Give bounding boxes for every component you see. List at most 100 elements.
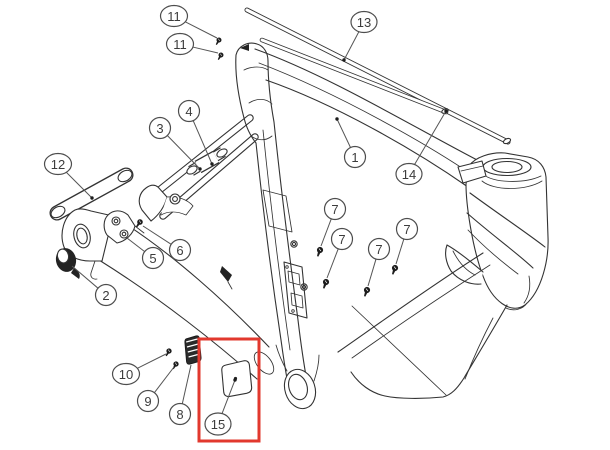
callout-bubble[interactable]	[136, 389, 160, 413]
callout-bubble[interactable]	[141, 246, 165, 270]
callout-bubble[interactable]	[165, 32, 195, 56]
part-14-rod	[259, 37, 449, 115]
leader-line	[336, 118, 351, 148]
callout-5[interactable]: 5	[126, 237, 165, 270]
screw-part-7	[363, 286, 371, 297]
callout-number: 10	[119, 367, 133, 382]
callout-bubble[interactable]	[395, 162, 423, 186]
callout-bubble[interactable]	[168, 402, 192, 426]
callout-number: 3	[156, 121, 163, 136]
leader-dot	[335, 117, 339, 121]
frame-drawing	[49, 7, 549, 410]
callout-number: 11	[167, 9, 181, 24]
part-3-4-cylinders	[186, 147, 228, 176]
callout-number: 7	[331, 202, 338, 217]
leader-dot	[233, 378, 237, 382]
leader-line	[137, 353, 167, 369]
head-tube	[445, 152, 549, 311]
callout-6[interactable]: 6	[142, 225, 192, 262]
part-13-rod	[244, 7, 512, 145]
leader-line	[166, 135, 201, 170]
leader-line	[65, 171, 93, 199]
callout-14[interactable]: 14	[395, 109, 448, 186]
part-15-cover-plate[interactable]	[221, 360, 253, 398]
leader-line	[192, 120, 213, 165]
callout-number: 7	[375, 242, 382, 257]
callout-number: 14	[402, 167, 416, 182]
leader-line	[192, 46, 219, 54]
callout-number: 12	[51, 157, 65, 172]
callout-number: 9	[144, 394, 151, 409]
callout-number: 13	[357, 15, 371, 30]
leader-line	[181, 364, 192, 404]
leader-dot	[198, 167, 202, 171]
callout-bubble[interactable]	[43, 152, 73, 176]
callout-bubble[interactable]	[177, 99, 201, 123]
leader-line	[367, 258, 377, 287]
callout-11[interactable]: 11	[165, 32, 219, 56]
leader-dot	[342, 58, 346, 62]
leader-line	[221, 379, 236, 414]
callout-bubble[interactable]	[323, 197, 347, 221]
callout-number: 4	[185, 104, 192, 119]
callout-number: 15	[211, 417, 225, 432]
leader-line	[326, 248, 339, 279]
callout-11[interactable]: 11	[159, 4, 218, 39]
callout-bubble[interactable]	[330, 227, 354, 251]
callout-7[interactable]: 7	[320, 197, 347, 247]
callout-bubble[interactable]	[343, 145, 367, 169]
top-tube	[254, 48, 482, 188]
part-8-port-cover	[184, 335, 202, 365]
callout-9[interactable]: 9	[136, 366, 175, 413]
down-tube	[337, 252, 508, 399]
callout-bubble[interactable]	[111, 362, 141, 386]
callout-number: 2	[102, 288, 109, 303]
leader-line	[320, 218, 332, 247]
callout-4[interactable]: 4	[177, 99, 214, 166]
screw-part-7	[316, 246, 324, 257]
callout-number: 11	[173, 37, 187, 52]
leader-line	[71, 265, 99, 289]
screw-part-7	[391, 264, 399, 275]
callout-10[interactable]: 10	[111, 353, 167, 386]
bottom-bracket	[275, 344, 320, 410]
seat-tube	[220, 42, 310, 395]
leader-dot	[90, 196, 94, 200]
callout-12[interactable]: 12	[43, 152, 94, 200]
leader-line	[185, 21, 218, 39]
callout-number: 5	[149, 251, 156, 266]
callout-3[interactable]: 3	[148, 116, 202, 171]
callout-bubble[interactable]	[395, 217, 419, 241]
callout-bubble[interactable]	[168, 238, 192, 262]
screw-part-11	[217, 52, 224, 60]
seatstay-assembly	[138, 114, 259, 222]
callout-bubble[interactable]	[367, 237, 391, 261]
callout-7[interactable]: 7	[395, 217, 419, 265]
screw-part-6	[135, 219, 143, 228]
callout-7[interactable]: 7	[326, 227, 354, 279]
highlight-region-part-15[interactable]	[197, 337, 261, 443]
part-2-axle-nut	[55, 248, 80, 279]
callout-number: 1	[351, 150, 358, 165]
callout-bubble[interactable]	[94, 283, 118, 307]
callout-bubble[interactable]	[159, 4, 189, 28]
callout-15[interactable]: 15	[204, 378, 237, 436]
callout-1[interactable]: 1	[335, 117, 367, 169]
highlight-layer	[197, 337, 261, 443]
leader-line	[343, 31, 360, 61]
callout-13[interactable]: 13	[342, 10, 378, 62]
derailleur-mount-plate	[283, 261, 308, 319]
callout-bubble[interactable]	[350, 10, 378, 34]
callout-2[interactable]: 2	[71, 265, 118, 307]
callout-7[interactable]: 7	[367, 237, 391, 287]
callout-8[interactable]: 8	[168, 364, 192, 426]
part-5-bracket	[103, 210, 145, 244]
leader-line	[126, 237, 145, 252]
screws-layer	[135, 37, 399, 370]
dropout	[61, 208, 114, 262]
callout-bubble[interactable]	[204, 412, 232, 436]
callout-bubble[interactable]	[148, 116, 172, 140]
callout-number: 8	[176, 407, 183, 422]
